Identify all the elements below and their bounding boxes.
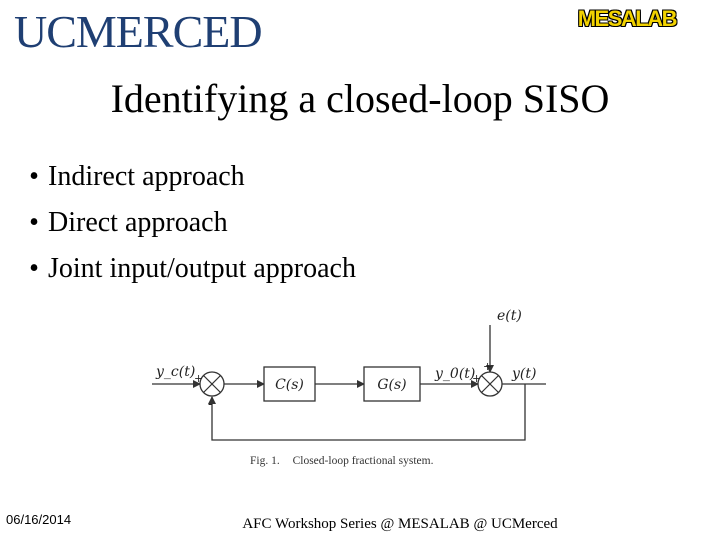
- footer-date: 06/16/2014: [6, 512, 72, 527]
- bullet-item: • Direct approach: [20, 200, 356, 246]
- plant-block: [363, 366, 421, 402]
- ucmerced-logo: UCMERCED: [14, 6, 263, 58]
- feedback-line: [208, 384, 526, 441]
- bullet-dot: •: [29, 253, 39, 284]
- slide-title: Identifying a closed-loop SISO: [110, 76, 610, 121]
- mesalab-logo: MESALAB: [577, 6, 678, 32]
- footer-text: AFC Workshop Series @ MESALAB @ UCMerced: [242, 516, 558, 532]
- controller-label: C(s): [275, 377, 304, 393]
- disturbance-label: e(t): [497, 308, 522, 324]
- bullet-item: • Joint input/output approach: [20, 246, 356, 292]
- ucmerced-logo-text: UCMERCED: [14, 6, 263, 57]
- figure-caption-text: Closed-loop fractional system.: [293, 455, 434, 467]
- plant-label: G(s): [377, 377, 406, 393]
- sum1-plus-sign: +: [194, 372, 203, 385]
- bullet-dot: •: [29, 161, 39, 192]
- bullet-text: Indirect approach: [48, 161, 245, 192]
- bullet-text: Joint input/output approach: [48, 253, 356, 284]
- bullet-list: • Indirect approach • Direct approach • Joi…: [20, 154, 356, 292]
- sum1-minus-sign: -: [208, 397, 212, 412]
- figure-caption-prefix: Fig. 1.: [250, 455, 280, 467]
- bullet-dot: •: [29, 207, 39, 238]
- bullet-item: • Indirect approach: [20, 154, 356, 200]
- controller-block: [263, 366, 316, 402]
- block-diagram: + - C(s) G(s) + + y_c(t) y_0(t) e(t) y(t…: [152, 308, 546, 467]
- mesalab-logo-text: MESALAB: [577, 6, 678, 31]
- input-label: y_c(t): [155, 364, 195, 380]
- summing-junction-2: [477, 371, 503, 397]
- sum2-plus-sign-top: +: [483, 360, 492, 373]
- bullet-text: Direct approach: [48, 207, 228, 238]
- plant-output-label: y_0(t): [434, 366, 475, 382]
- sum2-plus-sign-left: +: [472, 372, 481, 385]
- output-label: y(t): [511, 366, 536, 382]
- figure-caption: Fig. 1. Closed-loop fractional system.: [250, 455, 434, 467]
- summing-junction-1: [199, 371, 225, 397]
